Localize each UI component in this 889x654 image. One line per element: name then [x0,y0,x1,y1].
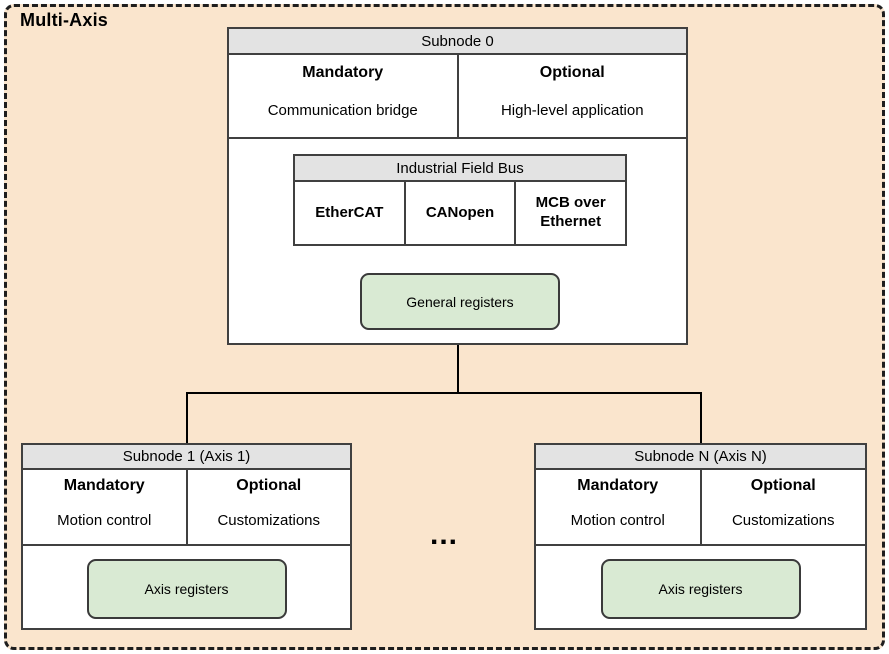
connector-right-drop [700,394,702,443]
connector-vertical-stub [457,345,459,392]
mandatory-value: Communication bridge [267,102,418,119]
diagram-title: Multi-Axis [20,10,109,30]
subnode0-columns: Mandatory Communication bridge Optional … [229,55,686,139]
industrial-field-bus-box: Industrial Field Bus EtherCAT CANopen MC… [293,154,627,246]
field-bus-options: EtherCAT CANopen MCB over Ethernet [295,182,625,244]
connector-left-drop [186,394,188,443]
subnodeN-mandatory-cell: Mandatory Motion control [536,470,700,544]
mandatory-value: Motion control [57,512,152,529]
mandatory-value: Motion control [570,512,665,529]
subnode1-registers-area: Axis registers [23,546,350,628]
subnodeN-box: Subnode N (Axis N) Mandatory Motion cont… [534,443,867,630]
mandatory-label: Mandatory [577,477,659,494]
subnode0-box: Subnode 0 Mandatory Communication bridge… [227,27,688,345]
subnode0-header: Subnode 0 [229,29,686,55]
subnode1-box: Subnode 1 (Axis 1) Mandatory Motion cont… [21,443,352,630]
optional-label: Optional [750,477,816,494]
optional-value: Customizations [217,512,321,529]
subnode1-columns: Mandatory Motion control Optional Custom… [23,470,350,546]
mandatory-label: Mandatory [63,477,145,494]
subnodeN-columns: Mandatory Motion control Optional Custom… [536,470,865,546]
subnodeN-registers-area: Axis registers [536,546,865,628]
optional-label: Optional [236,477,302,494]
industrial-field-bus-header: Industrial Field Bus [295,156,625,182]
field-bus-option-ethercat: EtherCAT [315,203,384,221]
field-bus-option-mcb-over-ethernet: MCB over Ethernet [514,182,625,244]
optional-label: Optional [539,64,605,81]
optional-value: Customizations [731,512,835,529]
subnodeN-header: Subnode N (Axis N) [536,445,865,470]
subnode1-mandatory-cell: Mandatory Motion control [23,470,186,544]
field-bus-option-canopen: CANopen [403,182,515,244]
subnode0-mandatory-cell: Mandatory Communication bridge [229,55,457,137]
connector-horizontal-bar [186,392,702,394]
optional-value: High-level application [500,102,644,119]
subnode1-optional-cell: Optional Customizations [185,470,351,544]
subnodeN-optional-cell: Optional Customizations [699,470,866,544]
general-registers-pill: General registers [360,273,560,330]
mandatory-label: Mandatory [302,64,384,81]
more-axes-ellipsis: ... [429,518,458,551]
subnode1-header: Subnode 1 (Axis 1) [23,445,350,470]
subnode0-optional-cell: Optional High-level application [456,55,687,137]
axis-registers-pill: Axis registers [86,559,287,619]
axis-registers-pill: Axis registers [600,559,801,619]
